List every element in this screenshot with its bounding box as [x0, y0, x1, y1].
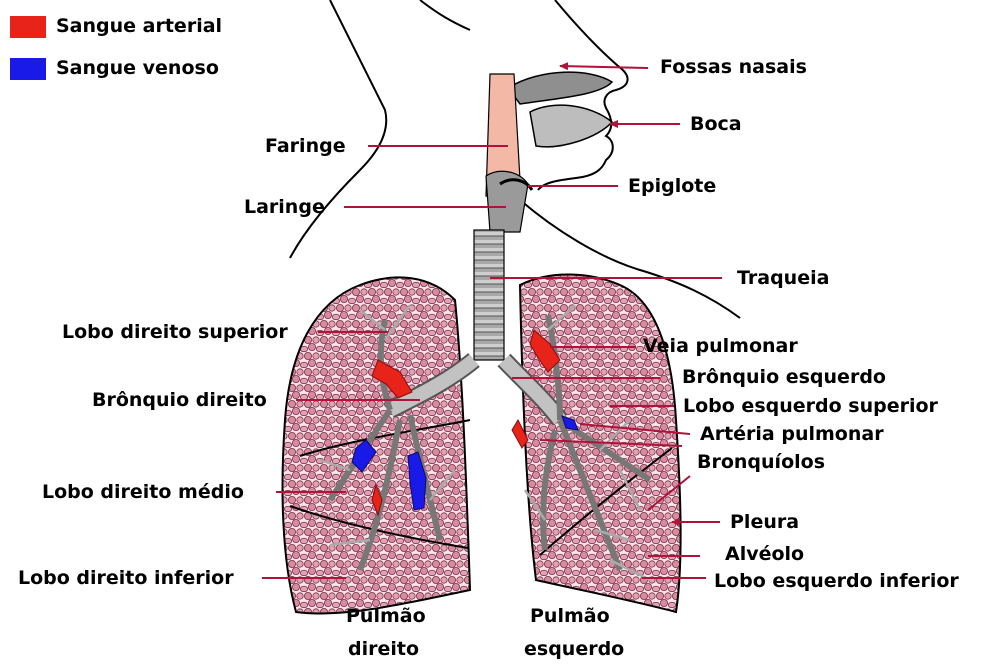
label-bronquio-esquerdo: Brônquio esquerdo	[682, 368, 886, 387]
pointer-bronquiolos-2	[648, 476, 690, 510]
label-pulmao-direito-line1: Pulmão	[346, 607, 426, 626]
label-bronquio-direito: Brônquio direito	[92, 391, 267, 410]
label-lobo-esquerdo-superior: Lobo esquerdo superior	[683, 397, 938, 416]
label-arteria-pulmonar: Artéria pulmonar	[700, 425, 884, 444]
label-pulmao-esquerdo-line1: Pulmão	[530, 607, 610, 626]
pointer-fossas-nasais	[560, 66, 648, 68]
label-pulmao-direito-line2: direito	[348, 640, 419, 659]
label-alveolo: Alvéolo	[725, 545, 804, 564]
label-veia-pulmonar: Veia pulmonar	[643, 337, 798, 356]
label-lobo-esquerdo-inferior: Lobo esquerdo inferior	[714, 572, 959, 591]
label-lobo-direito-medio: Lobo direito médio	[42, 483, 244, 502]
label-traqueia: Traqueia	[737, 269, 829, 288]
label-pulmao-esquerdo-line2: esquerdo	[524, 640, 624, 659]
label-faringe: Faringe	[265, 137, 346, 156]
label-lobo-direito-inferior: Lobo direito inferior	[18, 569, 234, 588]
label-boca: Boca	[690, 115, 742, 134]
label-laringe: Laringe	[244, 198, 325, 217]
pointer-bronquiolos	[540, 440, 682, 446]
label-epiglote: Epiglote	[628, 177, 716, 196]
label-fossas-nasais: Fossas nasais	[660, 58, 807, 77]
label-pleura: Pleura	[730, 513, 799, 532]
pointer-arteria-pulmonar	[580, 424, 690, 434]
label-lobo-direito-superior: Lobo direito superior	[62, 323, 288, 342]
label-bronquiolos: Bronquíolos	[697, 453, 825, 472]
